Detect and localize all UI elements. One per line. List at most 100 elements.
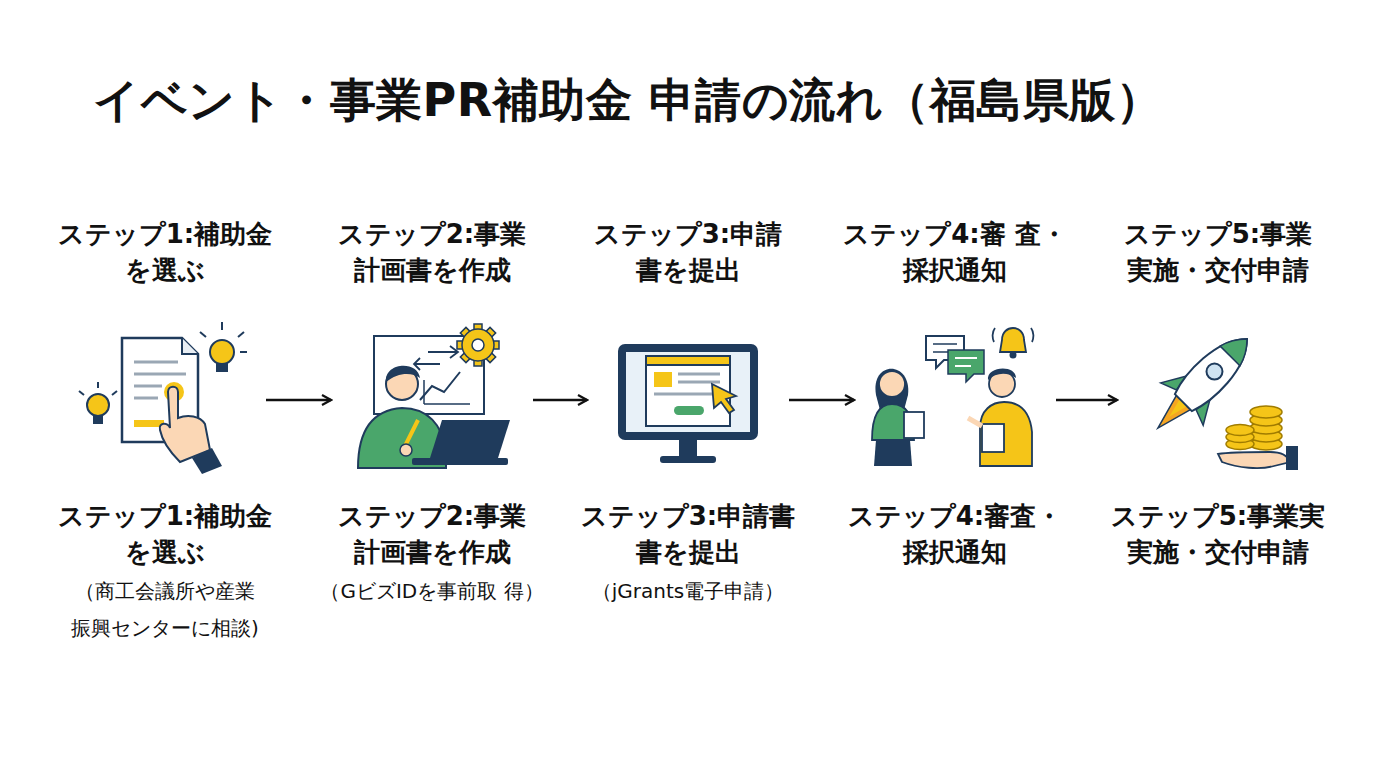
monitor-icon — [618, 344, 758, 463]
step-caption: ステップ2:事業 計画書を作成 — [304, 498, 560, 570]
step-caption-wrap: ステップ1:補助金 を選ぶ（商工会議所や産業 振興センターに相談) — [37, 498, 293, 647]
gear-part — [460, 327, 495, 362]
lightbulb-part — [97, 382, 99, 388]
document-part — [182, 338, 198, 354]
woman-part — [874, 440, 912, 466]
rocket-coins-icon — [1137, 318, 1298, 470]
pointing-hand-part — [192, 448, 222, 474]
step-heading: ステップ3:申請 書を提出 — [560, 216, 816, 288]
document-part — [134, 361, 178, 364]
person-part — [400, 444, 412, 456]
lightbulb-part — [93, 415, 103, 424]
monitor-icon-part — [679, 440, 697, 456]
speech-bubble — [926, 336, 984, 382]
step-heading-wrap: ステップ2:事業 計画書を作成 — [304, 216, 560, 288]
open-hand-part — [1286, 446, 1298, 470]
pointing-hand-part — [160, 387, 210, 462]
open-hand — [1218, 446, 1298, 470]
step-heading: ステップ2:事業 計画書を作成 — [304, 216, 560, 288]
step-heading: ステップ4:審 査・採択通知 — [827, 216, 1083, 288]
step-caption-wrap: ステップ3:申請書 書を提出（jGrants電子申請） — [560, 498, 816, 610]
step-caption: ステップ3:申請書 書を提出 — [560, 498, 816, 570]
coins-part — [1226, 425, 1254, 436]
open-hand-part — [1218, 452, 1290, 468]
woman — [872, 369, 924, 466]
lightbulb-part — [200, 332, 206, 337]
step-box: ステップ4:審 査・採択通知ステップ4:審査・ 採択通知 — [870, 320, 1040, 480]
person-part — [386, 366, 420, 382]
laptop-part — [412, 458, 508, 465]
step-heading-wrap: ステップ5:事業 実施・交付申請 — [1090, 216, 1346, 288]
pointing-hand — [160, 387, 222, 474]
planner-icon — [358, 324, 510, 468]
speech-bubble-part — [955, 357, 977, 359]
step-caption: ステップ1:補助金 を選ぶ — [37, 498, 293, 570]
laptop-part — [430, 420, 510, 458]
monitor-icon-part — [678, 381, 720, 384]
monitor-icon-part — [654, 393, 720, 396]
whiteboard-part — [423, 380, 425, 404]
review-icon — [872, 328, 1033, 466]
step-heading-wrap: ステップ1:補助金 を選ぶ — [37, 216, 293, 288]
monitor-icon-part — [646, 356, 730, 365]
step-box: ステップ2:事業 計画書を作成ステップ2:事業 計画書を作成（GビズIDを事前取… — [347, 320, 517, 480]
lightbulb-part — [87, 394, 109, 416]
lightbulb-part — [240, 351, 247, 353]
man-part — [968, 418, 982, 426]
lightbulb-part — [112, 391, 117, 395]
rocket-part — [1220, 329, 1257, 366]
step-caption-wrap: ステップ4:審査・ 採択通知 — [827, 498, 1083, 570]
step-note: （商工会議所や産業 振興センターに相談) — [37, 573, 293, 647]
step-heading-wrap: ステップ3:申請 書を提出 — [560, 216, 816, 288]
speech-bubble-part — [955, 365, 971, 367]
gear-part — [460, 327, 495, 362]
whiteboard-part — [424, 403, 470, 405]
lightbulb — [200, 322, 247, 372]
flow-arrow — [266, 399, 331, 402]
step-note: （jGrants電子申請） — [560, 573, 816, 610]
whiteboard-part — [414, 346, 458, 370]
flow-arrow — [533, 399, 587, 402]
step-caption: ステップ4:審査・ 採択通知 — [827, 498, 1083, 570]
speech-bubble-part — [933, 343, 957, 345]
step-box: ステップ1:補助金 を選ぶステップ1:補助金 を選ぶ（商工会議所や産業 振興セン… — [80, 320, 250, 480]
coins — [1226, 406, 1282, 450]
bell-part — [993, 328, 1034, 342]
man — [968, 368, 1032, 466]
lightbulb — [79, 382, 117, 424]
gear-part — [462, 329, 494, 361]
bell-part — [1000, 328, 1026, 352]
speech-bubble-part — [948, 350, 984, 382]
rocket — [1137, 318, 1269, 450]
document-part — [134, 373, 186, 376]
gear — [457, 324, 499, 366]
man-part — [980, 402, 1032, 466]
step-box: ステップ5:事業 実施・交付申請ステップ5:事業実 実施・交付申請 — [1133, 320, 1303, 480]
monitor-icon-part — [626, 352, 750, 432]
document-part — [134, 385, 162, 388]
woman-part — [879, 371, 905, 397]
woman-part — [904, 412, 924, 438]
step-caption-wrap: ステップ2:事業 計画書を作成（GビズIDを事前取 得） — [304, 498, 560, 610]
monitor-icon-part — [660, 456, 716, 463]
coins-part — [1250, 406, 1282, 418]
gear-part — [472, 339, 484, 351]
monitor-icon-part — [678, 373, 720, 376]
rocket-part — [1171, 327, 1259, 415]
lightbulb-part — [238, 332, 244, 337]
document-hand-icon — [79, 322, 247, 474]
step-caption: ステップ5:事業実 実施・交付申請 — [1090, 498, 1346, 570]
man-part — [982, 424, 1004, 452]
step-box: ステップ3:申請 書を提出ステップ3:申請書 書を提出（jGrants電子申請） — [603, 320, 773, 480]
flow-arrow — [789, 399, 854, 402]
lightbulb-part — [221, 322, 223, 330]
monitor-icon-part — [618, 344, 758, 440]
bell-part — [1010, 352, 1017, 359]
flow-arrow — [1056, 399, 1117, 402]
lightbulb-part — [79, 391, 84, 395]
diagram-title: イベント・事業PR補助金 申請の流れ（福島県版） — [93, 70, 1162, 130]
lightbulb-part — [216, 363, 228, 372]
laptop — [412, 420, 510, 465]
lightbulb-part — [210, 340, 234, 364]
